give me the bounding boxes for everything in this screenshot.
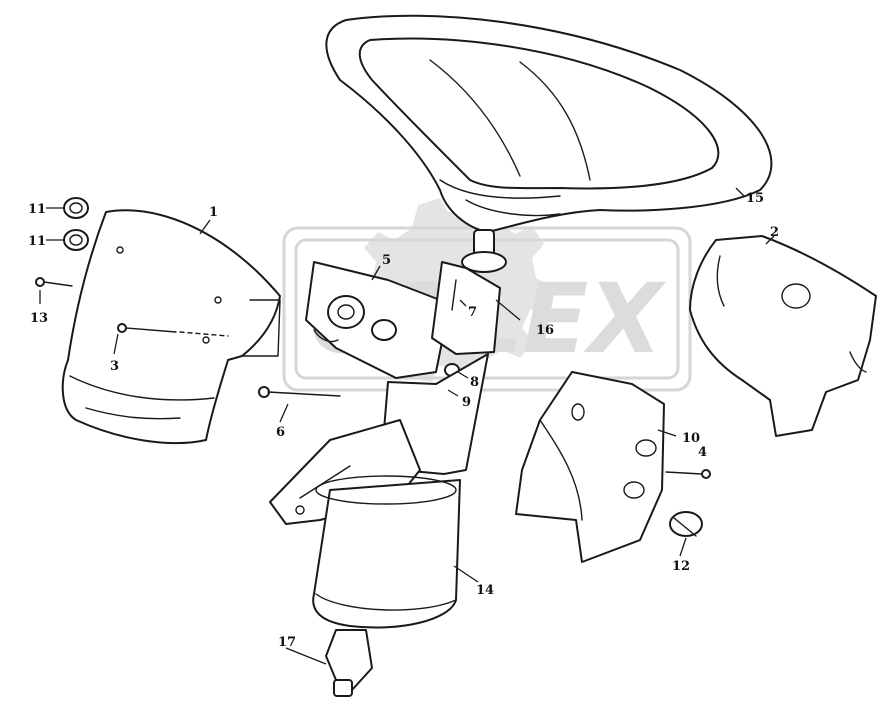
bracket-plate: [305, 261, 447, 379]
callout-5: 5: [382, 253, 391, 268]
callout-1: 1: [209, 205, 218, 220]
callout-14: 14: [476, 583, 494, 598]
callout-3: 3: [110, 359, 119, 374]
callout-7: 7: [468, 305, 477, 320]
callout-labels: 15 1 11 11 13 3 5 7 16 8 9 6 2 10 4 12 1…: [28, 191, 779, 650]
callout-9: 9: [462, 395, 471, 410]
lower-bracket: [515, 371, 665, 563]
callout-2: 2: [770, 225, 779, 240]
callout-11-upper: 11: [28, 202, 46, 217]
cap-11-upper: [63, 197, 89, 219]
plug-12: [669, 511, 703, 537]
callout-15: 15: [746, 191, 764, 206]
callout-10: 10: [682, 431, 700, 446]
universal-joint: [325, 629, 373, 697]
callout-8: 8: [470, 375, 479, 390]
leader-lines: [39, 187, 775, 665]
cap-11-lower: [63, 229, 89, 251]
left-column-cover: [61, 209, 281, 445]
callout-4: 4: [698, 445, 707, 460]
screw-4: [665, 469, 711, 479]
screw-3: [117, 323, 229, 337]
callout-12: 12: [672, 559, 690, 574]
callout-17: 17: [278, 635, 296, 650]
right-column-cover: [689, 235, 877, 437]
bolt-6: [258, 386, 341, 398]
callout-13: 13: [30, 311, 48, 326]
callout-11-lower: 11: [28, 234, 46, 249]
callout-16: 16: [536, 323, 554, 338]
screw-13: [35, 277, 73, 287]
callout-6: 6: [276, 425, 285, 440]
shaft-top: [431, 229, 507, 355]
steering-wheel: [325, 14, 773, 233]
steering-column: [269, 353, 489, 629]
